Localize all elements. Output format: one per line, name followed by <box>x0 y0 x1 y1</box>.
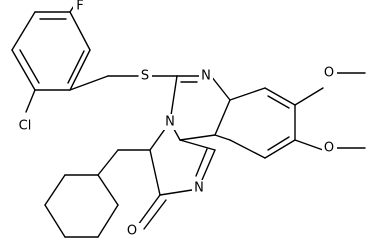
bond <box>44 174 66 206</box>
atom-n-bridgehead-label: N <box>165 115 175 130</box>
label-background <box>139 68 152 84</box>
bond <box>69 11 91 51</box>
bond <box>159 189 193 196</box>
atom-labels: F Cl S N N N O <box>14 0 337 239</box>
bond <box>264 139 296 159</box>
bond <box>137 194 161 226</box>
bond-lines <box>11 0 366 238</box>
atom-s: S <box>139 68 152 84</box>
bond <box>294 139 324 151</box>
label-background <box>14 118 36 134</box>
atom-cl-label: Cl <box>19 119 32 134</box>
bond <box>97 204 119 238</box>
bond <box>267 95 290 109</box>
bond <box>214 99 231 136</box>
atom-o-methoxy-bottom: O <box>322 140 337 156</box>
bond <box>11 49 36 91</box>
atom-o-carbonyl: O <box>125 223 140 239</box>
bond <box>229 87 266 101</box>
bond <box>11 11 36 51</box>
label-background <box>163 114 177 130</box>
bond <box>294 87 324 106</box>
bond <box>214 134 231 141</box>
atom-o-methoxy-top: O <box>322 65 337 81</box>
atom-cl: Cl <box>14 118 36 134</box>
label-background <box>322 65 337 81</box>
bond <box>143 199 167 230</box>
bond <box>149 149 161 196</box>
bond <box>229 139 266 159</box>
bond <box>67 50 85 84</box>
atom-n-bridgehead: N <box>163 114 177 130</box>
bond <box>179 134 216 141</box>
bond <box>25 89 36 113</box>
atom-f-label: F <box>76 0 83 14</box>
bond <box>179 139 216 151</box>
label-background <box>192 180 206 196</box>
bond <box>267 136 290 151</box>
bond <box>195 148 208 177</box>
atom-o-carbonyl-label: O <box>127 224 137 239</box>
bond <box>97 149 119 176</box>
atom-s-label: S <box>141 69 149 84</box>
bond <box>210 75 231 101</box>
bond <box>201 149 216 181</box>
label-background <box>322 140 337 156</box>
atom-o-methoxy-top-label: O <box>324 66 334 81</box>
bond <box>264 87 296 106</box>
atom-f: F <box>73 0 87 14</box>
bond <box>69 49 91 91</box>
bond <box>97 174 119 206</box>
bond <box>19 49 40 84</box>
atom-n-quinazoline-label: N <box>201 69 211 84</box>
atom-n-imidazole: N <box>192 180 206 196</box>
bond <box>69 75 109 91</box>
atom-n-quinazoline: N <box>199 68 213 84</box>
atom-n-imidazole-label: N <box>194 181 204 196</box>
label-background <box>73 0 87 12</box>
bond <box>44 204 66 238</box>
atom-o-methoxy-bottom-label: O <box>324 141 334 156</box>
label-background <box>125 223 140 239</box>
label-background <box>199 68 213 84</box>
